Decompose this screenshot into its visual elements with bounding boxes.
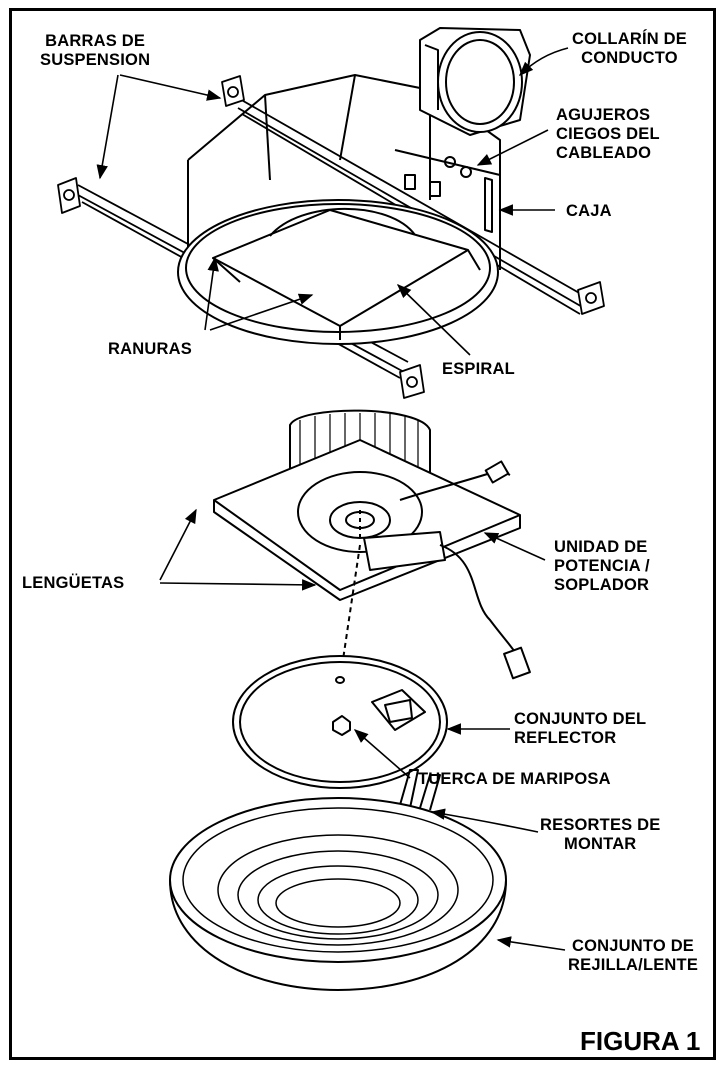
label-slots: RANURAS bbox=[108, 340, 192, 358]
figure-frame bbox=[9, 8, 716, 1060]
arrow-scroll bbox=[396, 283, 471, 356]
grille-lens-assembly bbox=[169, 769, 507, 991]
arrow-suspension-2 bbox=[96, 74, 119, 180]
label-scroll: ESPIRAL bbox=[442, 360, 515, 378]
arrow-power-unit bbox=[483, 532, 546, 561]
label-grille-lens-assembly: CONJUNTO DE REJILLA/LENTE bbox=[568, 937, 699, 974]
blower-power-unit bbox=[213, 409, 531, 681]
duct-collar bbox=[419, 27, 531, 136]
arrow-wing-nut bbox=[353, 729, 411, 779]
arrow-knockouts bbox=[476, 129, 549, 166]
label-housing: CAJA bbox=[566, 202, 612, 220]
arrow-slots-2 bbox=[209, 293, 314, 331]
arrow-suspension-1 bbox=[119, 74, 222, 101]
figure-caption: FIGURA 1 bbox=[580, 1026, 701, 1056]
label-mounting-springs: RESORTES DE MONTAR bbox=[540, 816, 661, 853]
label-suspension-bars: BARRAS DE SUSPENSION bbox=[40, 32, 151, 69]
label-tabs: LENGÜETAS bbox=[22, 574, 125, 592]
label-wiring-knockouts: AGUJEROS CIEGOS DEL CABLEADO bbox=[556, 106, 660, 162]
label-power-blower-unit: UNIDAD DE POTENCIA / SOPLADOR bbox=[554, 538, 650, 594]
arrow-tabs-2 bbox=[159, 579, 317, 591]
arrow-slots-1 bbox=[204, 256, 219, 331]
label-reflector-assembly: CONJUNTO DEL REFLECTOR bbox=[514, 710, 647, 747]
reflector-assembly bbox=[232, 655, 448, 789]
arrow-grille bbox=[496, 936, 566, 951]
housing-flange bbox=[177, 199, 499, 345]
arrow-duct-collar bbox=[518, 47, 569, 77]
label-wing-nut: TUERCA DE MARIPOSA bbox=[418, 770, 611, 788]
label-duct-collar: COLLARÍN DE CONDUCTO bbox=[572, 30, 687, 67]
arrow-tabs-1 bbox=[159, 508, 197, 581]
arrow-springs bbox=[430, 808, 539, 833]
